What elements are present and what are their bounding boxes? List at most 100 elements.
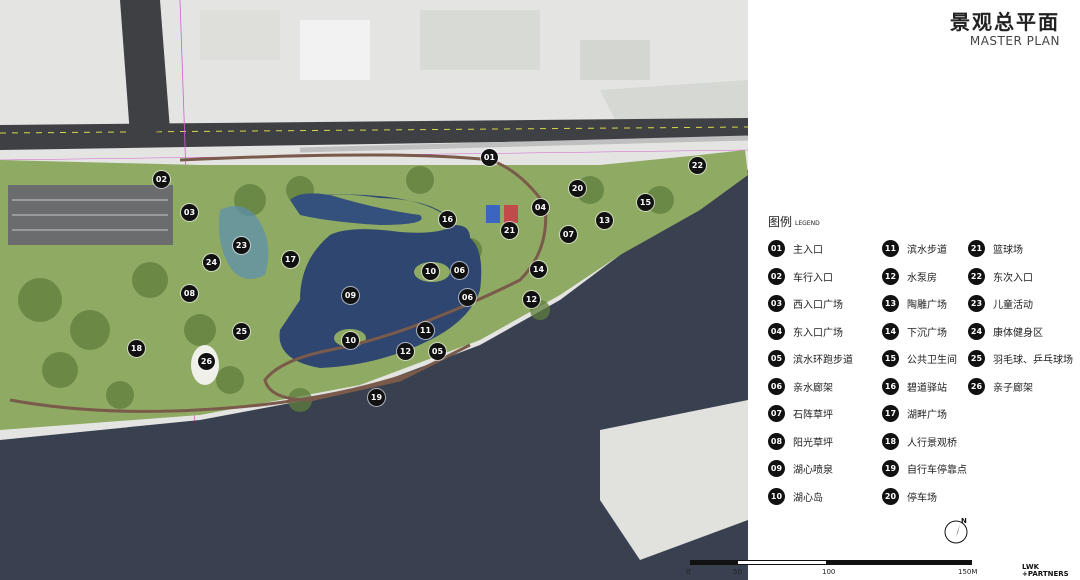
legend-item-10: 10 湖心岛 [768,487,823,505]
legend-label: 儿童活动 [993,300,1033,311]
legend-number: 11 [882,240,899,257]
scale-tick-150: 150M [958,568,978,576]
north-label: N [961,517,967,525]
map-marker-18: 18 [128,340,145,357]
map-marker-25: 25 [233,323,250,340]
legend-label: 水泵房 [907,272,937,284]
map-title: 景观总平面 [950,10,1060,34]
map-marker-02: 02 [153,171,170,188]
legend-item-24: 24 康体健身区 [968,322,1043,340]
legend-label: 公共卫生间 [907,355,957,366]
map-marker-11: 11 [417,322,434,339]
map-marker-13: 13 [596,212,613,229]
legend-label: 亲水廊架 [793,382,833,394]
scale-tick-0: 0 [686,568,691,576]
legend-item-03: 03 西入口广场 [768,295,843,312]
map-marker-14: 14 [530,261,547,278]
legend-number: 13 [882,295,899,312]
map-marker-22: 22 [689,157,706,174]
legend-label: 滨水环跑步道 [793,355,853,366]
map-marker-26: 26 [198,353,215,370]
map-marker-06: 06 [451,262,468,279]
legend-number: 09 [768,460,785,477]
legend-item-25: 25 羽毛球、乒乓球场 [968,350,1073,367]
map-marker-08: 08 [181,285,198,302]
legend-label: 阳光草坪 [793,437,833,449]
map-marker-04: 04 [532,199,549,216]
legend-title-zh: 图例 [768,215,793,229]
legend-label: 下沉广场 [907,327,947,339]
legend-label: 湖心喷泉 [793,465,833,476]
legend-label: 滨水步道 [907,245,947,256]
legend-title-en: LEGEND [795,220,820,227]
legend-label: 篮球场 [993,245,1023,256]
legend-number: 16 [882,377,899,395]
brand-line1: LWK [1022,563,1040,571]
legend-number: 25 [968,350,985,367]
legend-number: 08 [768,432,785,450]
legend-number: 12 [882,267,899,285]
legend-number: 07 [768,405,785,422]
legend-item-05: 05 滨水环跑步道 [768,350,853,367]
legend-number: 05 [768,350,785,367]
legend-number: 06 [768,377,785,395]
legend-label: 自行车停靠点 [907,465,967,476]
legend-number: 21 [968,240,985,257]
legend-label: 陶雕广场 [907,300,947,311]
map-marker-19: 19 [368,389,385,406]
legend-item-21: 21 篮球场 [968,240,1023,257]
legend-number: 04 [768,322,785,340]
map-drawing [0,0,748,580]
legend-item-11: 11 滨水步道 [882,240,947,257]
legend-label: 湖心岛 [793,492,823,504]
legend-label: 康体健身区 [993,327,1043,339]
legend-label: 东入口广场 [793,327,843,339]
legend-number: 03 [768,295,785,312]
legend-item-07: 07 石阵草坪 [768,405,833,422]
legend-label: 石阵草坪 [793,410,833,421]
legend-label: 羽毛球、乒乓球场 [993,355,1073,366]
map-marker-10: 10 [342,332,359,349]
legend-number: 01 [768,240,785,257]
map-marker-21: 21 [501,222,518,239]
map-marker-12: 12 [523,291,540,308]
map-marker-01: 01 [481,149,498,166]
map-marker-07: 07 [560,226,577,243]
legend-number: 18 [882,432,899,450]
legend-item-06: 06 亲水廊架 [768,377,833,395]
map-marker-16: 16 [439,211,456,228]
legend-label: 亲子廊架 [993,382,1033,394]
scale-tick-50: 50 [733,568,742,576]
legend-number: 19 [882,460,899,477]
map-subtitle: MASTER PLAN [969,34,1060,48]
legend-number: 23 [968,295,985,312]
master-plan-map [0,0,748,580]
legend-label: 东次入口 [993,272,1033,284]
scale-bar [690,560,972,565]
legend-item-18: 18 人行景观桥 [882,432,957,450]
map-marker-23: 23 [233,237,250,254]
legend-item-20: 20 停车场 [882,487,937,505]
map-marker-15: 15 [637,194,654,211]
legend-item-19: 19 自行车停靠点 [882,460,967,477]
legend-label: 停车场 [907,492,937,504]
map-marker-12: 12 [397,343,414,360]
legend-number: 22 [968,267,985,285]
legend-number: 26 [968,377,985,395]
legend-label: 碧道驿站 [907,382,947,394]
legend-number: 17 [882,405,899,422]
legend-number: 14 [882,322,899,340]
legend-number: 20 [882,487,899,505]
map-marker-09: 09 [342,287,359,304]
legend-number: 10 [768,487,785,505]
legend-item-12: 12 水泵房 [882,267,937,285]
legend-item-04: 04 东入口广场 [768,322,843,340]
legend-label: 西入口广场 [793,300,843,311]
legend-label: 人行景观桥 [907,437,957,449]
legend-number: 02 [768,267,785,285]
legend-number: 24 [968,322,985,340]
